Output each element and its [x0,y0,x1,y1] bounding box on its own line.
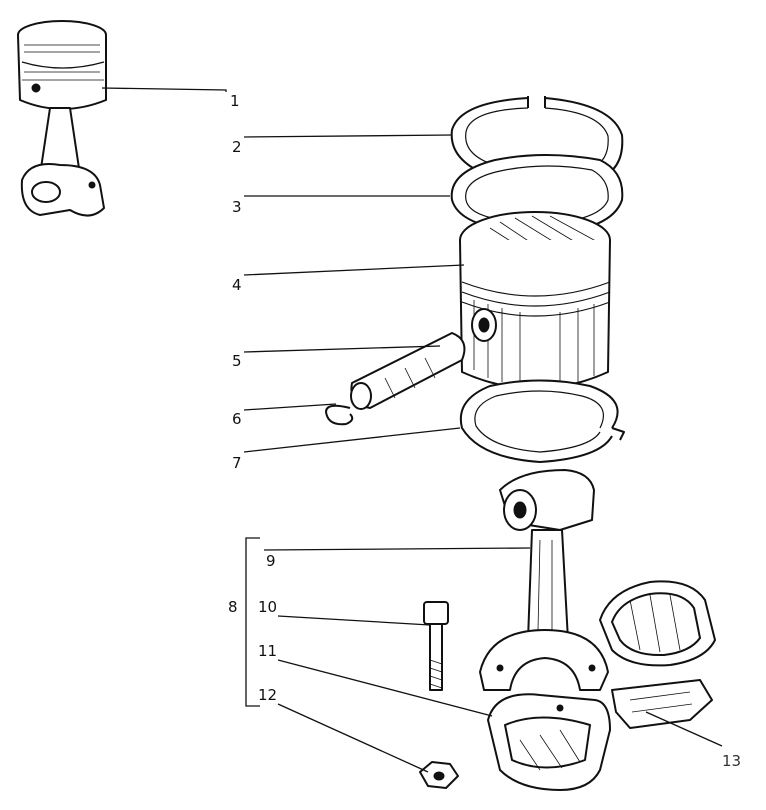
leader-lines [101,87,723,773]
callout-1: 1 [230,92,240,110]
piston [459,211,611,390]
callout-11: 11 [258,642,277,660]
connecting-rod [479,469,609,691]
callout-12: 12 [258,686,277,704]
callout-8: 8 [228,598,238,616]
circlip [325,404,354,426]
callout-10: 10 [258,598,277,616]
callout-6: 6 [232,410,242,428]
connecting-rod-bolt [423,601,449,691]
callout-3: 3 [232,198,242,216]
callout-4: 4 [232,276,242,294]
piston-pin [350,332,466,410]
callout-7: 7 [232,454,242,472]
callout-9: 9 [266,552,276,570]
assembly-bracket [245,537,260,707]
assembled-piston-rod-illustration [17,20,107,217]
oil-control-ring [459,379,625,463]
nut [419,761,459,789]
bearing-shells [599,580,716,729]
connecting-rod-cap [487,693,611,791]
callout-13: 13 [722,752,741,770]
callout-2: 2 [232,138,242,156]
callout-5: 5 [232,352,242,370]
